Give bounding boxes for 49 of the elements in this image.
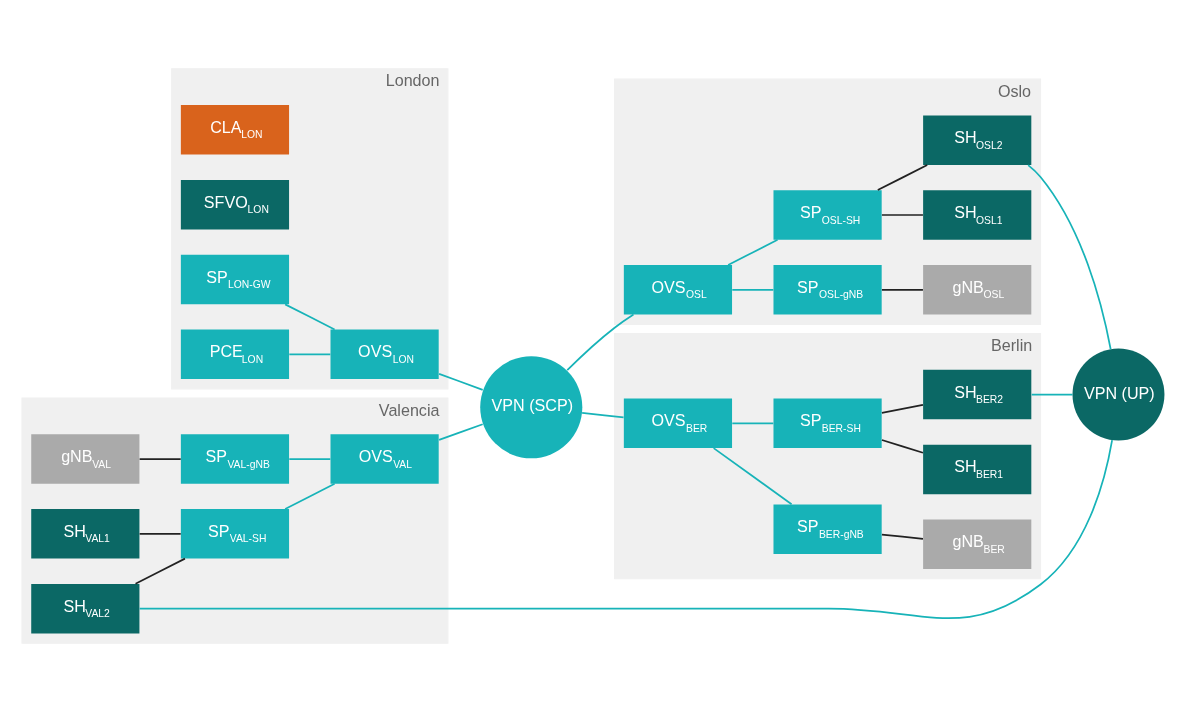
connector bbox=[1027, 163, 1112, 350]
node-box: OVS$_{OSL}$ bbox=[623, 264, 733, 315]
connector bbox=[138, 532, 182, 535]
node-box: SH$_{OSL1}$ bbox=[923, 189, 1032, 240]
connector bbox=[134, 557, 186, 585]
node-box: OVS$_{BER}$ bbox=[623, 398, 733, 448]
node-box: SP$_{BER-gNB}$ bbox=[773, 504, 882, 554]
connector bbox=[581, 411, 625, 418]
node-box: SP$_{OSL-gNB}$ bbox=[773, 264, 882, 315]
connector bbox=[438, 372, 484, 391]
connector bbox=[881, 213, 924, 216]
node-box: SH$_{VAL2}$ bbox=[31, 583, 140, 633]
node-box: SP$_{BER-SH}$ bbox=[773, 398, 882, 448]
node-box: PCE$_{LON}$ bbox=[180, 329, 290, 379]
connector bbox=[288, 457, 332, 460]
node-box: gNB$_{OSL}$ bbox=[923, 264, 1032, 315]
node-box: SP$_{LON-GW}$ bbox=[180, 254, 290, 304]
node-box: CLA$_{LON}$ bbox=[180, 104, 290, 155]
connector bbox=[731, 288, 775, 291]
connector bbox=[712, 446, 793, 505]
connector bbox=[438, 422, 484, 441]
connector bbox=[284, 482, 336, 510]
node-box: gNB$_{BER}$ bbox=[923, 518, 1032, 569]
node-box: OVS$_{VAL}$ bbox=[330, 433, 439, 484]
connector bbox=[881, 533, 924, 540]
node-box: SH$_{BER2}$ bbox=[923, 369, 1032, 419]
node-box: gNB$_{VAL}$ bbox=[31, 433, 140, 484]
node-box: SP$_{VAL-SH}$ bbox=[180, 508, 290, 559]
connector bbox=[288, 352, 332, 355]
connector bbox=[876, 163, 929, 191]
node-box: SH$_{OSL2}$ bbox=[923, 114, 1032, 165]
connector bbox=[284, 303, 336, 330]
connector bbox=[1030, 393, 1074, 395]
node-box: SP$_{VAL-gNB}$ bbox=[180, 433, 290, 484]
connector bbox=[881, 288, 924, 291]
connector bbox=[881, 403, 924, 414]
node-circle: VPN (UP) bbox=[1072, 348, 1165, 441]
node-box: SFVO$_{LON}$ bbox=[180, 179, 290, 229]
node-box: SH$_{BER1}$ bbox=[923, 444, 1032, 494]
node-box: SP$_{OSL-SH}$ bbox=[773, 189, 882, 240]
node-box: OVS$_{LON}$ bbox=[330, 329, 439, 379]
node-circle: VPN (SCP) bbox=[480, 355, 583, 458]
connector bbox=[138, 457, 182, 460]
connector bbox=[731, 421, 775, 424]
node-box: SH$_{VAL1}$ bbox=[31, 508, 140, 559]
connector bbox=[727, 238, 779, 266]
connector bbox=[138, 438, 1113, 619]
connector bbox=[881, 438, 924, 454]
connector bbox=[566, 313, 635, 371]
